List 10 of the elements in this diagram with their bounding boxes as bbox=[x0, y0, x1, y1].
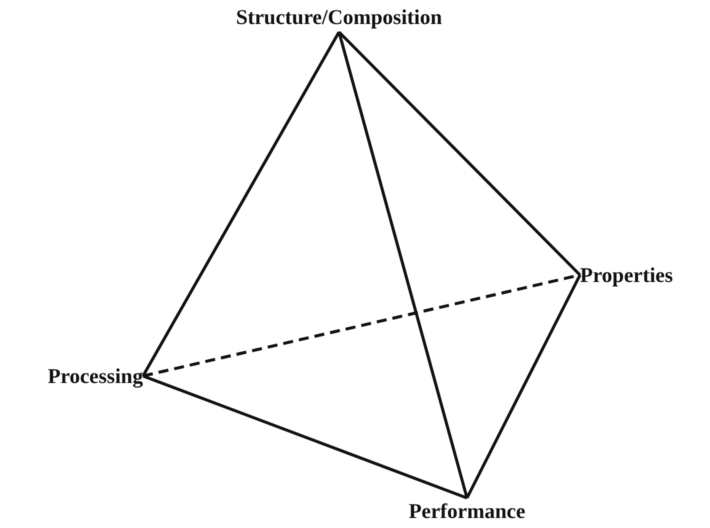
edge-line bbox=[142, 31, 340, 377]
edge-line bbox=[142, 374, 468, 500]
vertex-label: Performance bbox=[380, 498, 554, 526]
edge-line bbox=[338, 30, 582, 276]
vertex-label: Properties bbox=[580, 262, 706, 288]
vertex-label: Structure/Composition bbox=[222, 4, 456, 32]
vertex-label: Processing bbox=[3, 363, 143, 389]
dashed-edge-line bbox=[142, 274, 580, 378]
edge-line bbox=[466, 274, 582, 499]
edge-line bbox=[338, 32, 468, 498]
